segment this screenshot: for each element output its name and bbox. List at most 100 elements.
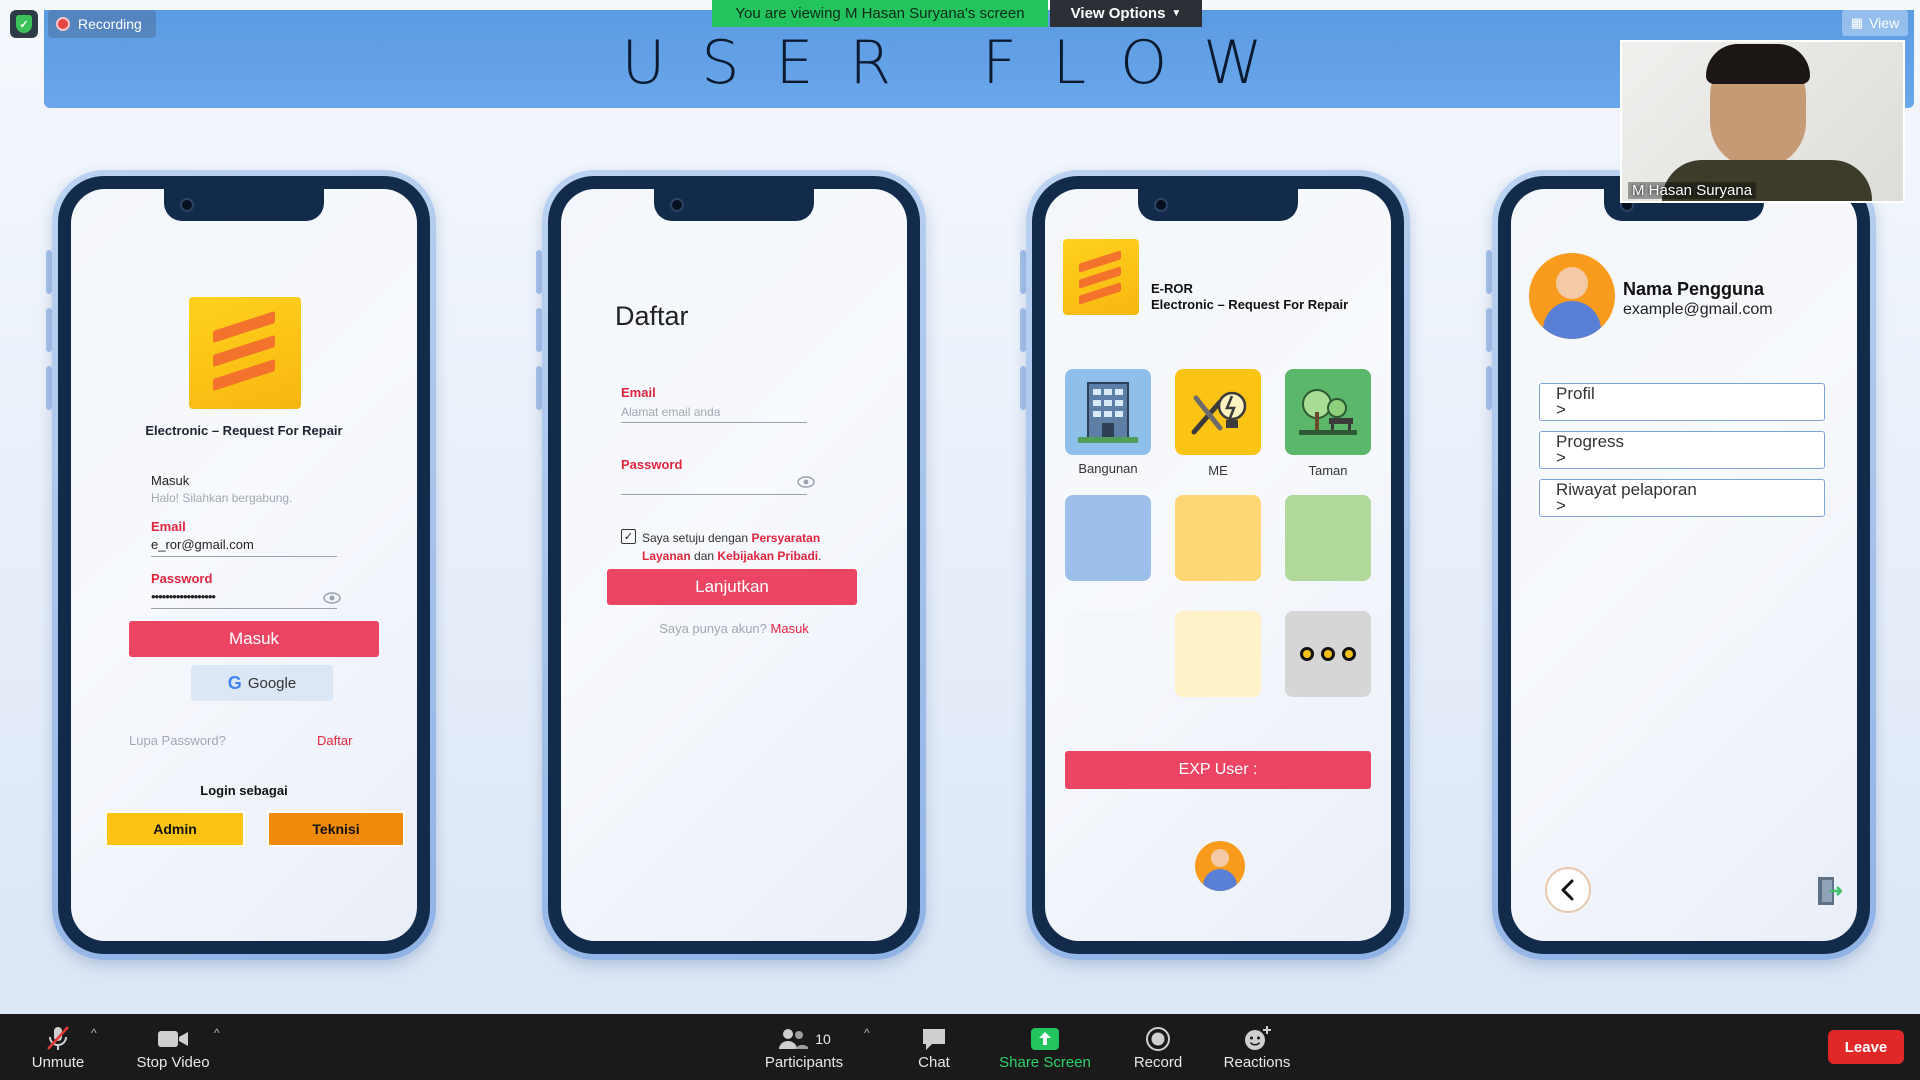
view-options-label: View Options [1070, 5, 1166, 22]
login-as-label: Login sebagai [200, 783, 288, 798]
logout-button[interactable] [1813, 875, 1843, 907]
category-placeholder-cream[interactable] [1175, 611, 1261, 697]
password-field[interactable]: •••••••••••••••••• [151, 587, 337, 609]
google-button[interactable]: G Google [191, 665, 333, 701]
menu-item-label: Riwayat pelaporan [1556, 480, 1697, 499]
google-icon: G [227, 672, 242, 693]
forgot-password-link[interactable]: Lupa Password? [129, 733, 226, 748]
shield-check-icon: ✓ [16, 15, 32, 33]
phone-register: Daftar Email Alamat email anda Password … [542, 170, 926, 960]
register-link[interactable]: Daftar [317, 733, 353, 748]
login-button[interactable]: Masuk [129, 621, 379, 657]
category-placeholder-blue[interactable] [1065, 495, 1151, 581]
category-placeholder-green[interactable] [1285, 495, 1371, 581]
category-placeholder-yellow[interactable] [1175, 495, 1261, 581]
have-account-row: Saya punya akun? Masuk [561, 621, 907, 636]
email-label: Email [621, 385, 656, 400]
camera-icon [180, 198, 194, 212]
participant-video[interactable]: M Hasan Suryana [1620, 40, 1905, 203]
phone-4-side-buttons [1486, 250, 1494, 410]
leave-button[interactable]: Leave [1828, 1030, 1904, 1064]
audio-options-caret-icon[interactable]: ^ [91, 1026, 97, 1040]
user-avatar-icon [1529, 253, 1615, 339]
agree-checkbox[interactable]: ✓ [621, 529, 636, 544]
continue-button[interactable]: Lanjutkan [607, 569, 857, 605]
share-screen-label: Share Screen [999, 1053, 1091, 1071]
share-screen-icon [1030, 1024, 1060, 1054]
email-input[interactable]: Alamat email anda [621, 403, 807, 423]
email-field[interactable]: e_ror@gmail.com [151, 535, 337, 557]
participants-label: Participants [764, 1053, 844, 1071]
technician-button[interactable]: Teknisi [267, 811, 405, 847]
menu-item-profil[interactable]: Profil > [1539, 383, 1825, 421]
email-label: Email [151, 519, 186, 534]
stop-video-label: Stop Video [136, 1053, 210, 1071]
chevron-down-icon: ▼ [1171, 8, 1182, 19]
home-screen: E-ROR Electronic – Request For Repair Ba… [1045, 189, 1391, 941]
participants-icon [779, 1028, 809, 1049]
phone-home: E-ROR Electronic – Request For Repair Ba… [1026, 170, 1410, 960]
mic-muted-icon [45, 1024, 71, 1054]
grid-icon: ▦ [1850, 15, 1864, 30]
view-options-button[interactable]: View Options ▼ [1050, 0, 1202, 27]
camera-icon [1154, 198, 1168, 212]
terms-link[interactable]: Persyaratan [751, 531, 821, 545]
participant-body [1662, 160, 1872, 201]
password-input[interactable] [621, 475, 807, 495]
recording-indicator[interactable]: Recording [48, 10, 156, 38]
app-short-name: E-ROR [1151, 281, 1193, 296]
viewing-banner: You are viewing M Hasan Suryana's screen [712, 0, 1048, 27]
view-layout-button[interactable]: ▦ View [1842, 10, 1908, 36]
participants-button[interactable]: 10 Participants [752, 1014, 856, 1080]
video-options-caret-icon[interactable]: ^ [214, 1026, 220, 1040]
menu-item-label: Profil [1556, 384, 1595, 403]
stop-video-button[interactable]: Stop Video [128, 1014, 218, 1080]
user-email: example@gmail.com [1623, 301, 1773, 318]
camera-icon [670, 198, 684, 212]
user-name: Nama Pengguna [1623, 279, 1765, 299]
record-button[interactable]: Record [1118, 1014, 1198, 1080]
record-dot-icon [56, 17, 70, 31]
admin-button[interactable]: Admin [105, 811, 245, 847]
exp-user-button[interactable]: EXP User : [1065, 751, 1371, 789]
category-label-park: Taman [1308, 463, 1348, 478]
phone-profile: Nama Pengguna example@gmail.com Profil >… [1492, 170, 1876, 960]
password-label: Password [151, 571, 213, 586]
category-park[interactable] [1285, 369, 1371, 455]
chevron-left-icon [1561, 879, 1574, 901]
have-account-text: Saya punya akun? [659, 621, 767, 636]
phone-2-side-buttons [536, 250, 544, 410]
register-title: Daftar [615, 301, 689, 331]
terms-link-2[interactable]: Layanan [642, 549, 691, 563]
category-me[interactable] [1175, 369, 1261, 455]
menu-item-progress[interactable]: Progress > [1539, 431, 1825, 469]
logout-door-icon [1818, 877, 1842, 905]
agree-and: dan [694, 549, 715, 563]
reactions-button[interactable]: Reactions [1212, 1014, 1302, 1080]
agree-prefix: Saya setuju dengan [642, 531, 749, 545]
eye-icon[interactable] [797, 473, 815, 491]
eye-icon[interactable] [323, 589, 341, 607]
login-heading: Masuk [151, 473, 190, 488]
login-link[interactable]: Masuk [770, 621, 809, 636]
participant-name: M Hasan Suryana [1628, 182, 1757, 199]
participants-options-caret-icon[interactable]: ^ [864, 1026, 870, 1040]
google-button-label: Google [247, 674, 297, 692]
share-screen-button[interactable]: Share Screen [990, 1014, 1100, 1080]
category-building[interactable] [1065, 369, 1151, 455]
chat-button[interactable]: Chat [894, 1014, 974, 1080]
participants-count: 10 [815, 1030, 831, 1047]
chat-bubble-icon [920, 1024, 948, 1054]
category-placeholder-empty[interactable] [1065, 611, 1151, 697]
profile-avatar-button[interactable] [1195, 841, 1245, 891]
record-label: Record [1133, 1053, 1183, 1071]
more-categories-button[interactable] [1285, 611, 1371, 697]
unmute-button[interactable]: Unmute [18, 1014, 98, 1080]
login-subheading: Halo! Silahkan bergabung. [151, 491, 293, 505]
privacy-link[interactable]: Kebijakan Pribadi [717, 549, 819, 563]
security-shield-button[interactable]: ✓ [10, 10, 38, 38]
app-logo-icon [189, 297, 301, 409]
menu-item-riwayat[interactable]: Riwayat pelaporan > [1539, 479, 1825, 517]
profile-avatar [1529, 253, 1615, 339]
back-button[interactable] [1545, 867, 1591, 913]
